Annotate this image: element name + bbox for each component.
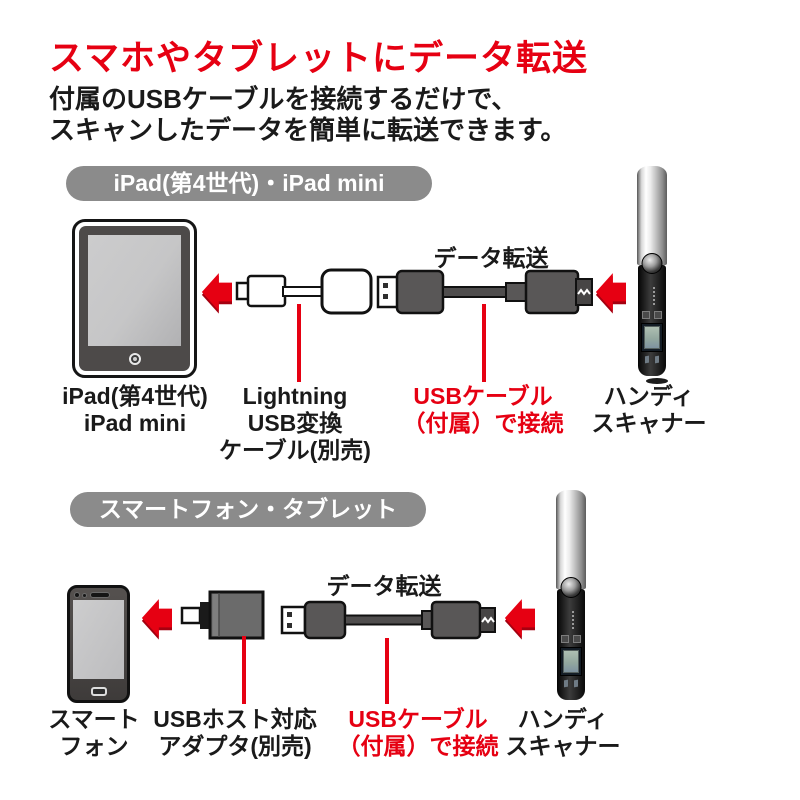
ipad-bezel <box>79 226 190 371</box>
scanner-lower-buttons <box>564 679 578 688</box>
handy-scanner-illustration <box>556 490 586 700</box>
label-line: USBケーブル <box>348 706 488 732</box>
label-line: アダプタ(別売) <box>158 733 312 759</box>
phone-sensor-icon <box>82 593 87 598</box>
red-left-arrow-icon <box>201 273 232 314</box>
ipad-screen <box>88 235 181 346</box>
label-line: （付属）で接続 <box>337 733 499 759</box>
label-line: ケーブル(別売) <box>219 437 371 463</box>
phone-camera-icon <box>74 592 80 598</box>
handy-scanner-illustration <box>637 166 667 376</box>
scanner-silver-body <box>556 490 586 589</box>
subtitle-line-2: スキャンしたデータを簡単に転送できます。 <box>49 115 567 145</box>
scanner-lcd <box>560 646 582 676</box>
scanner-black-body <box>638 264 666 376</box>
label-smartphone-device: スマート フォン <box>14 706 174 760</box>
usb-host-adapter-illustration <box>180 590 265 640</box>
scanner-shadow <box>646 378 668 384</box>
ipad-home-button <box>128 353 141 365</box>
transfer-label-smartphone: データ転送 <box>326 573 442 599</box>
label-line: （付属）で接続 <box>402 410 564 436</box>
scanner-print-text <box>653 286 656 307</box>
scanner-lcd <box>641 322 663 352</box>
scanner-buttons <box>642 310 662 319</box>
label-line: Lightning <box>242 383 348 409</box>
label-line: USBケーブル <box>413 383 553 409</box>
label-line: スキャナー <box>505 733 621 759</box>
label-line: iPad mini <box>83 410 187 436</box>
red-left-arrow-icon <box>141 599 172 640</box>
label-scanner-smartphone: ハンディ スキャナー <box>463 706 663 760</box>
page-subtitle: 付属のUSBケーブルを接続するだけで、 スキャンしたデータを簡単に転送できます。 <box>49 84 566 146</box>
label-line: フォン <box>59 733 129 759</box>
page-title: スマホやタブレットにデータ転送 <box>49 39 588 78</box>
scanner-dial <box>560 576 582 598</box>
usb-cable-illustration <box>280 600 496 640</box>
scanner-buttons <box>561 634 581 643</box>
phone-speaker <box>90 592 110 598</box>
phone-home-button <box>90 687 107 696</box>
ipad-illustration <box>72 219 197 378</box>
section-header-smartphone: スマートフォン・タブレット <box>70 492 426 527</box>
pointer-line-cable <box>385 638 389 704</box>
scanner-print-text <box>572 610 575 631</box>
smartphone-illustration <box>67 585 130 703</box>
subtitle-line-1: 付属のUSBケーブルを接続するだけで、 <box>49 84 518 114</box>
lightning-usb-adapter-illustration <box>235 268 373 315</box>
label-line: ハンディ <box>517 706 609 732</box>
label-line: iPad(第4世代) <box>62 383 208 409</box>
pointer-line-adapter <box>297 304 301 382</box>
pointer-line-adapter <box>242 636 246 704</box>
transfer-label-ipad: データ転送 <box>433 245 549 271</box>
label-line: スマート <box>48 706 140 732</box>
label-line: USB変換 <box>247 410 343 436</box>
red-left-arrow-icon <box>595 273 626 314</box>
label-scanner-ipad: ハンディ スキャナー <box>549 383 749 437</box>
label-line: スキャナー <box>591 410 707 436</box>
label-line: ハンディ <box>603 383 695 409</box>
scanner-black-body <box>557 588 585 700</box>
phone-screen <box>73 600 124 679</box>
red-left-arrow-icon <box>504 599 535 640</box>
label-usb-cable-ipad: USBケーブル （付属）で接続 <box>383 383 583 437</box>
scanner-dial <box>641 252 663 274</box>
label-usb-host-adapter: USBホスト対応 アダプタ(別売) <box>135 706 335 760</box>
section-header-ipad: iPad(第4世代)・iPad mini <box>66 166 432 201</box>
label-ipad-device: iPad(第4世代) iPad mini <box>35 383 235 437</box>
label-usb-cable-smartphone: USBケーブル （付属）で接続 <box>318 706 518 760</box>
label-line: USBホスト対応 <box>153 706 317 732</box>
scanner-lower-buttons <box>645 355 659 364</box>
pointer-line-cable <box>482 304 486 382</box>
label-lightning-adapter: Lightning USB変換 ケーブル(別売) <box>195 383 395 464</box>
usb-cable-illustration <box>376 269 593 315</box>
scanner-silver-body <box>637 166 667 265</box>
